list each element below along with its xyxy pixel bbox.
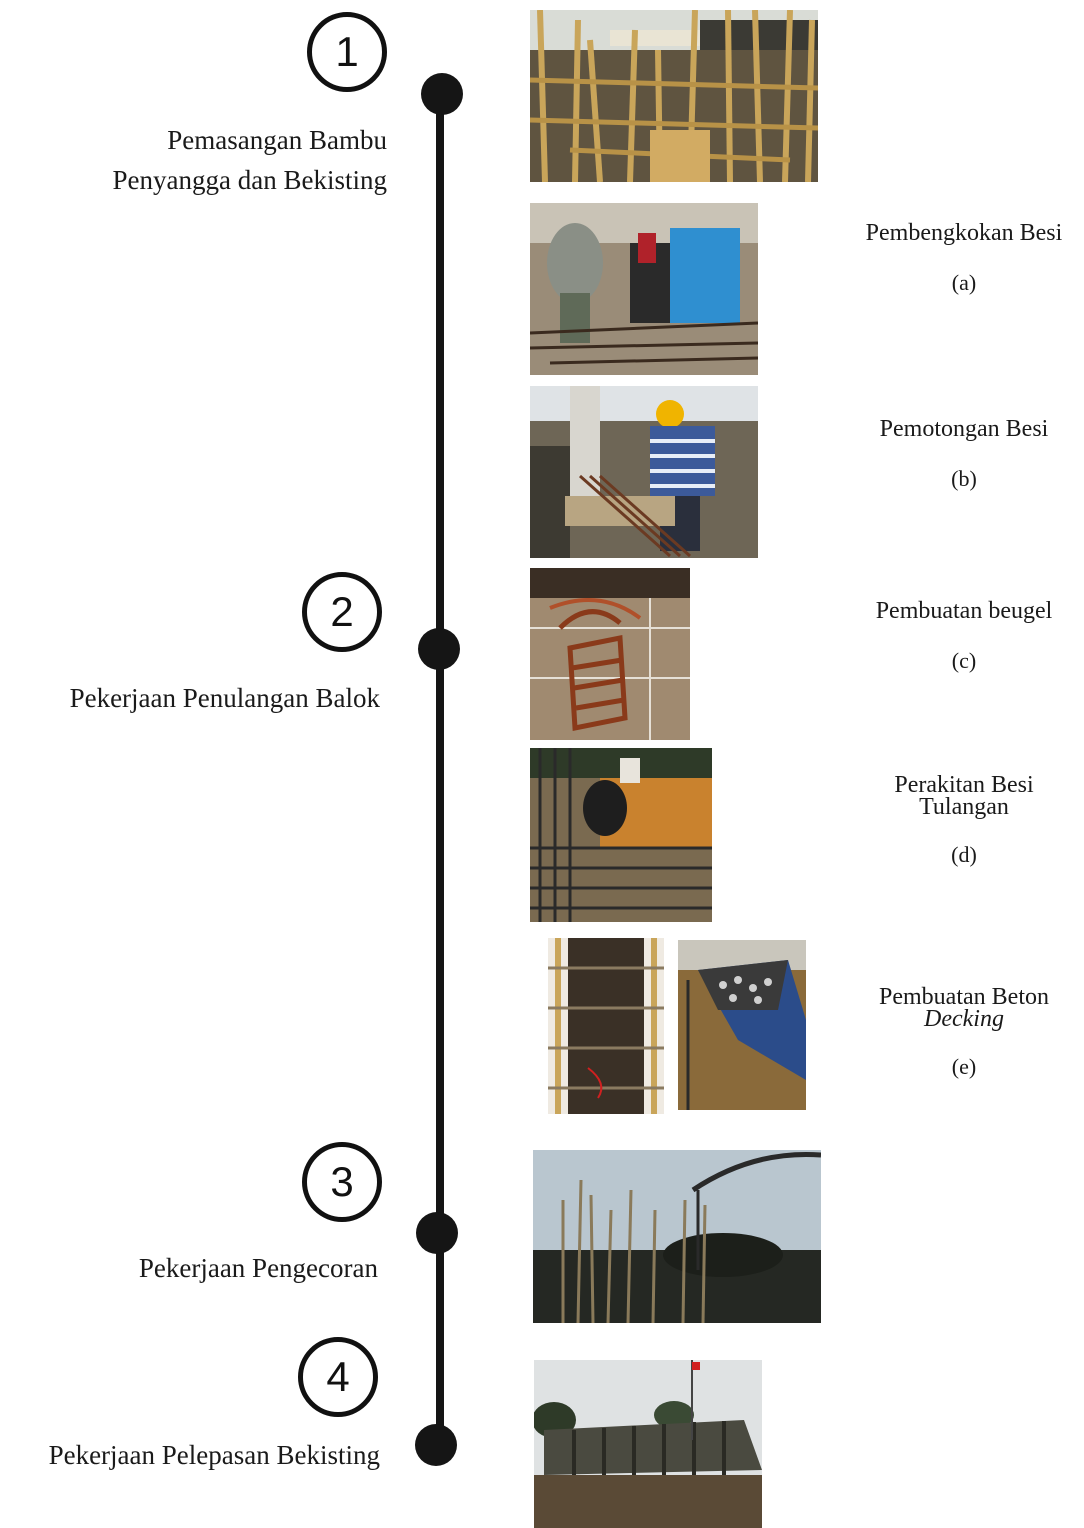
photo-decking-2 xyxy=(678,940,806,1110)
timeline-dot-3 xyxy=(416,1212,458,1254)
photo-rebar-cutting xyxy=(530,386,758,558)
timeline-line xyxy=(436,92,444,1444)
timeline-dot-2 xyxy=(418,628,460,670)
photo-decking-1 xyxy=(548,938,664,1114)
substep-c-label: Pembuatan beugel xyxy=(875,598,1053,624)
substep-a-letter: (a) xyxy=(951,270,977,295)
substep-d: Perakitan Besi Tulangan (d) xyxy=(850,772,1078,868)
step-label-1-line-2: Penyangga dan Bekisting xyxy=(112,165,387,195)
photo-concrete-pouring xyxy=(533,1150,821,1323)
substep-e-label-line-2: Decking xyxy=(924,1006,1004,1032)
step-number-1: 1 xyxy=(307,12,387,92)
substep-e-letter: (e) xyxy=(951,1054,977,1079)
photo-formwork-removal xyxy=(534,1360,762,1528)
step-number-3: 3 xyxy=(302,1142,382,1222)
substep-b-letter: (b) xyxy=(951,466,977,491)
photo-bamboo-formwork xyxy=(530,10,818,182)
substep-c-letter: (c) xyxy=(951,648,977,673)
substep-d-label-line-1: Perakitan Besi xyxy=(894,772,1034,798)
substep-a: Pembengkokan Besi (a) xyxy=(850,220,1078,296)
step-label-3: Pekerjaan Pengecoran xyxy=(138,1253,378,1283)
substep-c: Pembuatan beugel (c) xyxy=(850,598,1078,674)
step-label-4: Pekerjaan Pelepasan Bekisting xyxy=(48,1440,380,1470)
substep-e-label-line-1: Pembuatan Beton xyxy=(879,984,1049,1010)
photo-rebar-bending xyxy=(530,203,758,375)
substep-a-label: Pembengkokan Besi xyxy=(865,220,1063,246)
timeline-dot-4 xyxy=(415,1424,457,1466)
step-label-2: Pekerjaan Penulangan Balok xyxy=(69,683,380,713)
step-number-2: 2 xyxy=(302,572,382,652)
substep-d-label-line-2: Tulangan xyxy=(919,794,1009,820)
substep-b: Pemotongan Besi (b) xyxy=(850,416,1078,492)
photo-rebar-assembly xyxy=(530,748,712,922)
substep-e: Pembuatan Beton Decking (e) xyxy=(850,984,1078,1080)
timeline-dot-1 xyxy=(421,73,463,115)
step-label-1: Pemasangan Bambu Penyangga dan Bekisting xyxy=(113,120,387,200)
substep-b-label: Pemotongan Besi xyxy=(879,416,1049,442)
step-number-4: 4 xyxy=(298,1337,378,1417)
substep-d-letter: (d) xyxy=(951,842,977,867)
photo-stirrups xyxy=(530,568,690,740)
step-label-1-line-1: Pemasangan Bambu xyxy=(167,125,387,155)
